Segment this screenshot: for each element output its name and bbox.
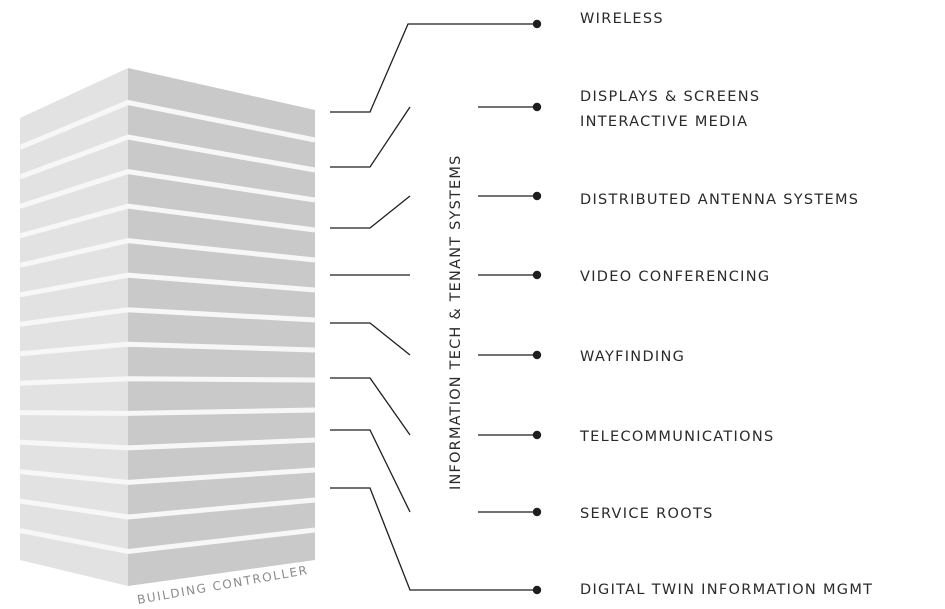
floor-stripe — [19, 272, 316, 298]
system-label: WIRELESS — [580, 11, 664, 27]
system-label: INTERACTIVE MEDIA — [580, 114, 748, 130]
connector-line — [330, 377, 411, 436]
floor-stripe — [19, 497, 316, 520]
category-label: INFORMATION TECH & TENANT SYSTEMS — [448, 154, 464, 490]
floor-stripe — [19, 99, 316, 150]
connector-dot — [532, 270, 542, 280]
floor-stripe — [19, 134, 316, 180]
connector-line — [330, 429, 411, 513]
connector-dot — [532, 585, 542, 595]
connector-line — [330, 322, 411, 356]
system-labels: WIRELESS DISPLAYS & SCREENS INTERACTIVE ME… — [579, 11, 873, 598]
floor-stripes — [19, 99, 316, 554]
system-label: DISTRIBUTED ANTENNA SYSTEMS — [580, 192, 859, 208]
connector-dot — [532, 191, 542, 201]
system-label: TELECOMMUNICATIONS — [579, 429, 774, 445]
floor-stripe — [19, 307, 316, 327]
connector-line — [330, 23, 535, 113]
floor-stripe — [19, 376, 316, 386]
connectors — [330, 19, 542, 595]
connector-line — [330, 195, 411, 229]
connector-dot — [532, 430, 542, 440]
connector-line — [330, 106, 411, 168]
floor-stripe — [19, 169, 316, 209]
building-block — [19, 68, 316, 586]
floor-stripe — [19, 467, 316, 485]
floor-stripe — [19, 203, 316, 239]
connector-dot — [532, 350, 542, 360]
floor-stripe — [19, 527, 316, 554]
floor-stripe — [19, 437, 316, 451]
floor-stripe — [19, 238, 316, 268]
connector-line — [330, 487, 535, 591]
connector-dot — [532, 19, 542, 29]
floor-stripe — [19, 341, 316, 357]
system-label: DIGITAL TWIN INFORMATION MGMT — [580, 582, 873, 598]
connector-dot — [532, 102, 542, 112]
building-front-face — [128, 68, 315, 586]
floor-stripe — [19, 407, 316, 416]
system-label: DISPLAYS & SCREENS — [580, 89, 760, 105]
system-label: WAYFINDING — [580, 349, 685, 365]
system-label: VIDEO CONFERENCING — [580, 269, 770, 285]
system-label: SERVICE ROOTS — [580, 506, 714, 522]
connector-dot — [532, 507, 542, 517]
